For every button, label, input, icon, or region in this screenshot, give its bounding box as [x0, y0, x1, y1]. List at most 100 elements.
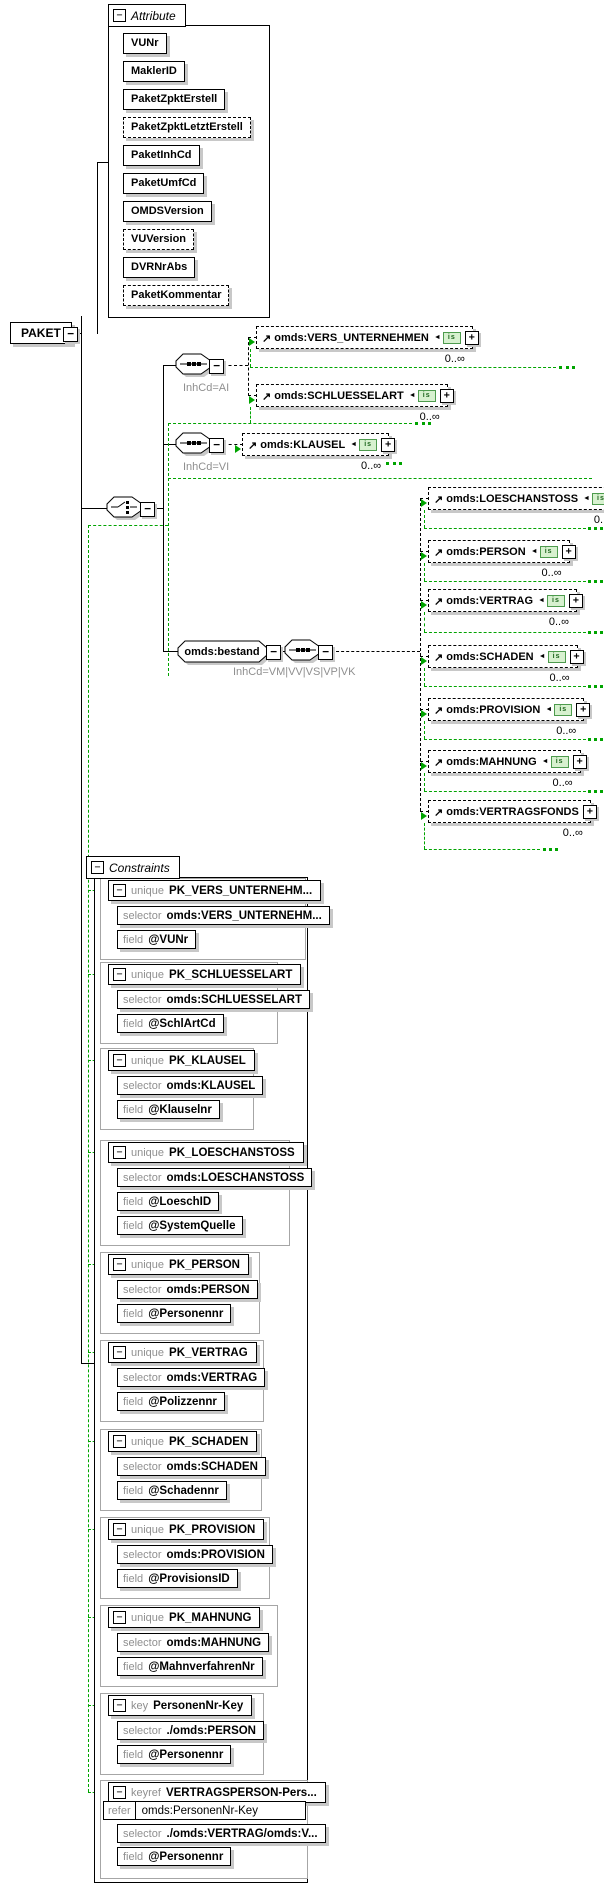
- constraint-field[interactable]: field @SystemQuelle: [117, 1216, 244, 1235]
- selector-value: ./omds:VERTRAG/omds:V...: [166, 1827, 318, 1840]
- constraint-selector[interactable]: selector omds:SCHLUESSELART: [117, 990, 310, 1009]
- constraint-field[interactable]: field @Schadennr: [117, 1481, 227, 1500]
- collapse-icon[interactable]: −: [113, 1435, 126, 1448]
- expand-icon[interactable]: +: [561, 544, 576, 559]
- substitution-badge: is: [442, 331, 461, 344]
- constraint-selector[interactable]: selector ./omds:PERSON: [117, 1721, 264, 1740]
- guide-dots: [415, 422, 431, 425]
- constraint-header[interactable]: − unique PK_SCHADEN: [108, 1431, 258, 1452]
- collapse-icon[interactable]: −: [140, 502, 155, 517]
- condition-label: InhCd=VI: [183, 461, 230, 473]
- constraint-header[interactable]: − unique PK_PROVISION: [108, 1519, 265, 1540]
- constraint-header[interactable]: − keyref VERTRAGSPERSON-Pers...: [108, 1782, 326, 1803]
- left-arrow-icon: ◄: [545, 706, 553, 713]
- collapse-icon[interactable]: −: [91, 861, 104, 874]
- element-klausel[interactable]: ↗ omds:KLAUSEL ◄ is + 0..∞: [242, 433, 396, 472]
- element-vertragsfonds[interactable]: ↗ omds:VERTRAGSFONDS + 0..∞: [428, 800, 597, 839]
- constraint-field[interactable]: field @Personennr: [117, 1847, 232, 1866]
- element-mahnung[interactable]: ↗ omds:MAHNUNG ◄ is + 0..∞: [428, 750, 587, 789]
- collapse-icon[interactable]: −: [209, 359, 224, 374]
- collapse-icon[interactable]: −: [113, 1699, 126, 1712]
- attribute-item[interactable]: PaketUmfCd: [123, 173, 205, 194]
- collapse-icon[interactable]: −: [113, 1346, 126, 1359]
- connector-optional: [248, 337, 249, 396]
- attribute-item[interactable]: MaklerID: [123, 61, 185, 82]
- constraint-header[interactable]: − unique PK_KLAUSEL: [108, 1050, 255, 1071]
- expand-icon[interactable]: +: [439, 388, 454, 403]
- guide-arrow-icon: [421, 499, 427, 507]
- selector-keyword: selector: [123, 1636, 162, 1649]
- collapse-icon[interactable]: −: [113, 9, 126, 22]
- constraint-selector[interactable]: selector omds:KLAUSEL: [117, 1076, 264, 1095]
- constraint-field[interactable]: field @ProvisionsID: [117, 1569, 238, 1588]
- root-element-paket[interactable]: PAKET: [10, 322, 72, 344]
- constraint-header[interactable]: − unique PK_MAHNUNG: [108, 1607, 261, 1628]
- expand-icon[interactable]: +: [572, 754, 587, 769]
- attribute-item[interactable]: DVRNrAbs: [123, 257, 196, 278]
- constraint-field[interactable]: field @Personennr: [117, 1304, 232, 1323]
- collapse-icon[interactable]: −: [113, 884, 126, 897]
- expand-icon[interactable]: +: [569, 649, 584, 664]
- constraint-selector[interactable]: selector omds:PERSON: [117, 1280, 258, 1299]
- attribute-item[interactable]: OMDSVersion: [123, 201, 212, 222]
- attribute-item[interactable]: PaketZpktErstell: [123, 89, 226, 110]
- element-name: omds:PERSON: [446, 545, 526, 558]
- collapse-icon[interactable]: −: [113, 1054, 126, 1067]
- constraint-selector[interactable]: selector omds:LOESCHANSTOSS: [117, 1168, 313, 1187]
- collapse-icon[interactable]: −: [113, 1523, 126, 1536]
- element-vertrag[interactable]: ↗ omds:VERTRAG ◄ is + 0..∞: [428, 589, 583, 628]
- constraint-selector[interactable]: selector omds:PROVISION: [117, 1545, 273, 1564]
- constraint-field[interactable]: field @Personennr: [117, 1745, 232, 1764]
- element-bestand[interactable]: omds:bestand: [177, 640, 270, 665]
- constraint-selector[interactable]: selector ./omds:VERTRAG/omds:V...: [117, 1824, 326, 1843]
- constraint-field[interactable]: field @LoeschID: [117, 1192, 220, 1211]
- element-schluesselart[interactable]: ↗ omds:SCHLUESSELART ◄ is + 0..∞: [256, 384, 454, 423]
- guide: [424, 612, 425, 632]
- connector-optional: [420, 656, 429, 657]
- constraint-header[interactable]: − unique PK_LOESCHANSTOSS: [108, 1142, 304, 1163]
- collapse-icon[interactable]: −: [113, 1258, 126, 1271]
- constraint-selector[interactable]: selector omds:SCHADEN: [117, 1457, 266, 1476]
- constraint-field[interactable]: field @VUNr: [117, 930, 197, 949]
- constraint-header[interactable]: − unique PK_VERTRAG: [108, 1342, 257, 1363]
- attribute-item[interactable]: PaketKommentar: [123, 285, 230, 306]
- constraint-selector[interactable]: selector omds:VERTRAG: [117, 1368, 266, 1387]
- guide: [250, 367, 556, 368]
- expand-icon[interactable]: +: [568, 593, 583, 608]
- attribute-item[interactable]: VUNr: [123, 33, 167, 54]
- element-provision[interactable]: ↗ omds:PROVISION ◄ is + 0..∞: [428, 698, 591, 737]
- element-loeschanstoss[interactable]: ↗ omds:LOESCHANSTOSS ◄ is + 0..∞: [428, 487, 604, 526]
- element-vers-unternehmen[interactable]: ↗ omds:VERS_UNTERNEHMEN ◄ is + 0..∞: [256, 326, 479, 365]
- collapse-icon[interactable]: −: [113, 1146, 126, 1159]
- element-schaden[interactable]: ↗ omds:SCHADEN ◄ is + 0..∞: [428, 645, 584, 684]
- constraint-selector[interactable]: selector omds:VERS_UNTERNEHM...: [117, 906, 330, 925]
- constraint-header[interactable]: − unique PK_SCHLUESSELART: [108, 964, 302, 985]
- constraint-field[interactable]: field @MahnverfahrenNr: [117, 1657, 263, 1676]
- constraint-header[interactable]: − unique PK_VERS_UNTERNEHM...: [108, 880, 322, 901]
- collapse-icon[interactable]: −: [318, 645, 333, 660]
- collapse-icon[interactable]: −: [266, 645, 281, 660]
- constraint-header[interactable]: − key PersonenNr-Key: [108, 1695, 253, 1716]
- constraint-name: PK_PROVISION: [169, 1523, 256, 1536]
- collapse-icon[interactable]: −: [63, 327, 78, 342]
- expand-icon[interactable]: +: [582, 804, 597, 819]
- attribute-item[interactable]: VUVersion: [123, 229, 195, 250]
- element-person[interactable]: ↗ omds:PERSON ◄ is + 0..∞: [428, 540, 576, 579]
- selector-keyword: selector: [123, 1371, 162, 1384]
- expand-icon[interactable]: +: [381, 437, 396, 452]
- constraint-selector[interactable]: selector omds:MAHNUNG: [117, 1633, 270, 1652]
- left-arrow-icon: ◄: [541, 758, 549, 765]
- constraint-header[interactable]: − unique PK_PERSON: [108, 1254, 249, 1275]
- collapse-icon[interactable]: −: [209, 438, 224, 453]
- expand-icon[interactable]: +: [576, 702, 591, 717]
- constraint-field[interactable]: field @SchlArtCd: [117, 1014, 224, 1033]
- attribute-item[interactable]: PaketZpktLetztErstell: [123, 117, 251, 138]
- constraint-field[interactable]: field @Polizzennr: [117, 1392, 225, 1411]
- collapse-icon[interactable]: −: [113, 1611, 126, 1624]
- expand-icon[interactable]: +: [464, 330, 479, 345]
- collapse-icon[interactable]: −: [113, 968, 126, 981]
- attribute-item[interactable]: PaketInhCd: [123, 145, 200, 166]
- collapse-icon[interactable]: −: [113, 1786, 126, 1799]
- constraint-field[interactable]: field @Klauselnr: [117, 1100, 220, 1119]
